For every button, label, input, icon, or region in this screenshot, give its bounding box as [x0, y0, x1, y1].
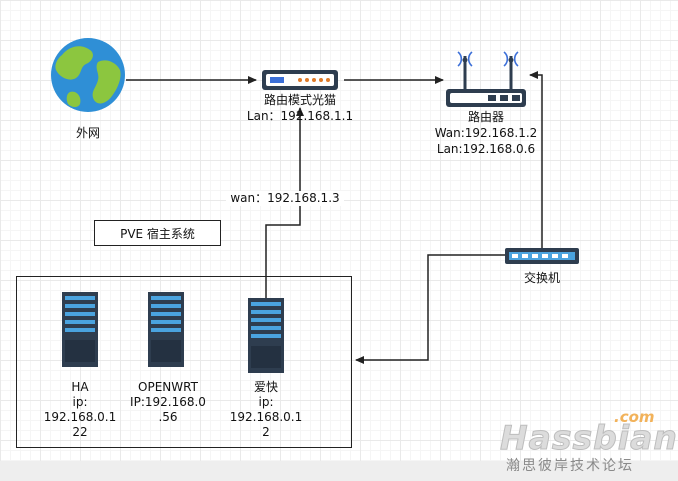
watermark-subtitle: 瀚思彼岸技术论坛	[506, 458, 634, 474]
wan-link-label: wan：192.168.1.3	[226, 191, 344, 206]
edge-switch-router	[529, 71, 543, 248]
router-icon	[446, 51, 526, 107]
switch-icon	[505, 248, 579, 264]
pve-host-label: PVE 宿主系统	[94, 220, 221, 246]
watermark-logo: Hassbian	[500, 418, 678, 458]
modem-name: 路由模式光猫	[263, 93, 336, 107]
watermark-suffix: .com	[614, 408, 655, 426]
server-icon-ha	[62, 292, 98, 367]
server-label-openwrt: OPENWRT IP:192.168.0 .56	[130, 380, 206, 424]
modem-icon	[262, 70, 338, 90]
server-icon-openwrt	[148, 292, 184, 367]
modem-lan: Lan：192.168.1.1	[246, 109, 354, 123]
router-name: 路由器	[467, 110, 504, 124]
router-wan: Wan:192.168.1.2	[434, 126, 538, 140]
server-label-ha: HA ip: 192.168.0.1 22	[43, 380, 117, 439]
bottom-strip	[0, 461, 678, 481]
pve-host-container	[16, 276, 352, 448]
router-lan: Lan:192.168.0.6	[436, 142, 536, 156]
edge-ikuai-modem	[265, 107, 304, 298]
edge-switch-pve	[355, 254, 506, 364]
globe-icon	[51, 38, 125, 112]
switch-name: 交换机	[523, 271, 560, 285]
server-label-ikuai: 爱快 ip: 192.168.0.1 2	[229, 380, 303, 439]
internet-label: 外网	[75, 126, 100, 140]
server-icon-ikuai	[248, 298, 284, 373]
